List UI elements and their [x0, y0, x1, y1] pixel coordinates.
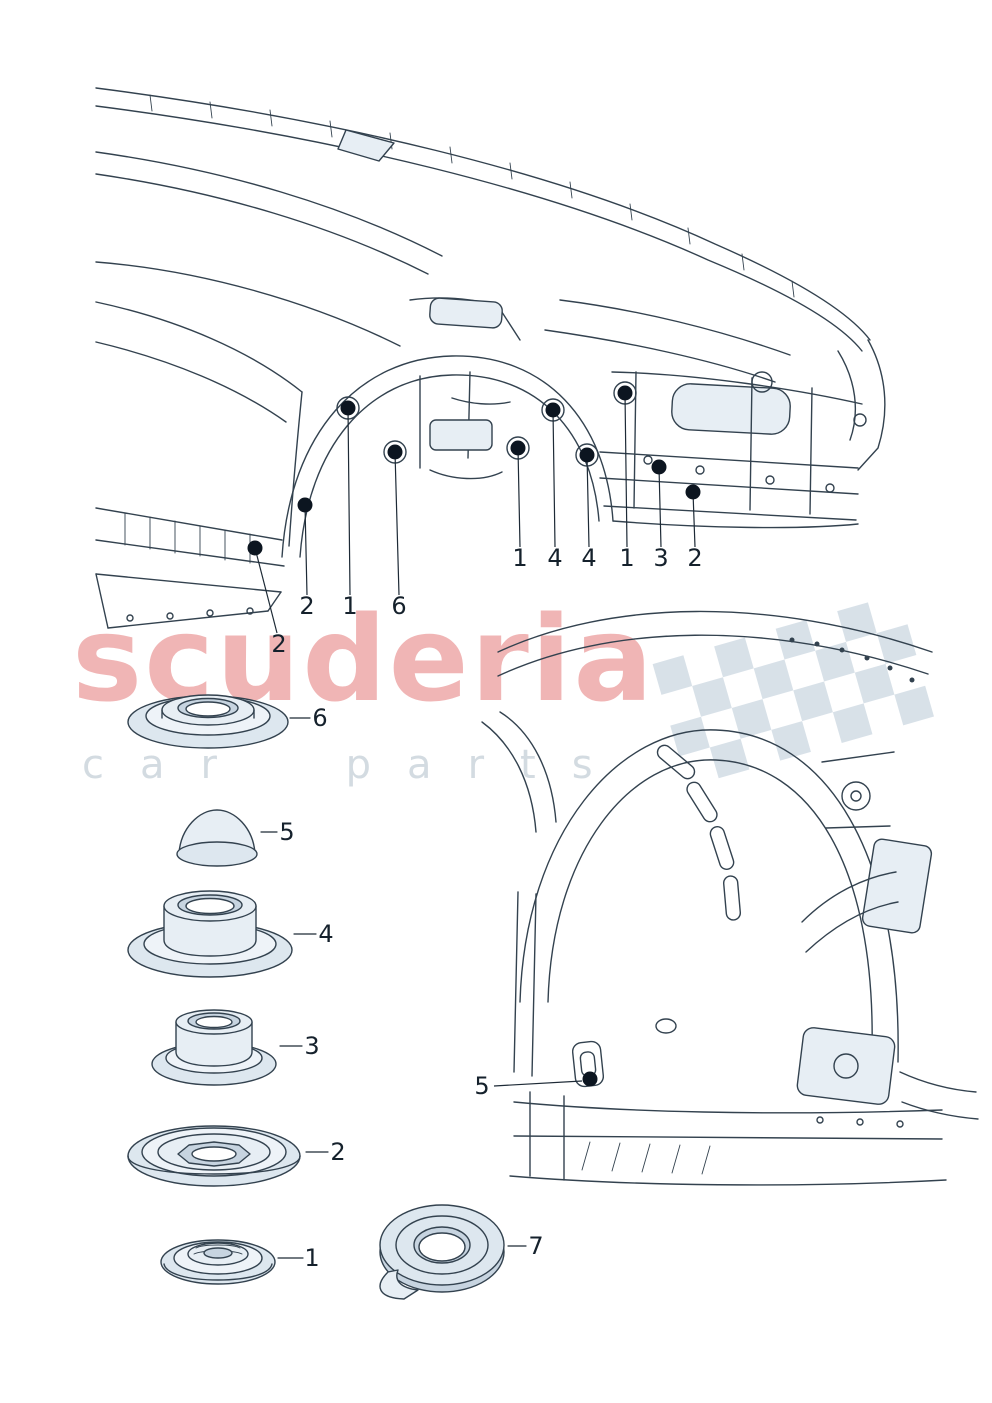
callout-label: 2	[687, 544, 702, 572]
part-label: 3	[304, 1032, 319, 1060]
callout-dot-5	[582, 1071, 598, 1087]
callout-dot-1b	[510, 440, 526, 456]
callout-dot-2b	[297, 497, 313, 513]
callout-dot-4b	[579, 447, 595, 463]
callout-dot-2a	[247, 540, 263, 556]
part-illustration-4: 4	[127, 890, 334, 978]
callout-label: 5	[474, 1072, 489, 1100]
watermark-brand-text: scuderia	[72, 590, 655, 728]
wheel-house-dome	[513, 729, 899, 1077]
floor-structure	[509, 1027, 979, 1186]
part-illustration-1: 1	[160, 1239, 320, 1285]
part-illustration-2: 2	[127, 1125, 346, 1187]
callout-label: 2	[299, 592, 314, 620]
inner-structure	[336, 297, 637, 480]
part-illustration-6: 6	[127, 694, 328, 749]
callout-dot-1c	[617, 385, 633, 401]
watermark-subtitle-text: car parts	[82, 742, 629, 788]
detail-diagram: 5	[474, 610, 979, 1186]
callout-dot-6	[387, 444, 403, 460]
callout-label: 1	[619, 544, 634, 572]
part-label: 4	[318, 920, 333, 948]
callout-label: 3	[653, 544, 668, 572]
callout-label: 6	[391, 592, 406, 620]
callout-label: 4	[581, 544, 596, 572]
part-illustration-5: 5	[176, 809, 295, 867]
callout-dot-4a	[545, 402, 561, 418]
wheel-arch	[281, 355, 614, 558]
part-illustration-7: 7	[379, 1204, 544, 1300]
engine-bay-structure	[544, 299, 886, 529]
callout-label: 2	[271, 630, 286, 658]
callout-dot-2c	[685, 484, 701, 500]
callout-dot-1a	[340, 400, 356, 416]
part-label: 5	[279, 818, 294, 846]
callout-label: 4	[547, 544, 562, 572]
rocker-sill	[95, 507, 285, 629]
callout-dot-3	[651, 459, 667, 475]
part-illustration-3: 3	[151, 1009, 320, 1086]
fender-top-edge	[481, 610, 933, 833]
part-label: 1	[304, 1244, 319, 1272]
part-label: 6	[312, 704, 327, 732]
callout-label: 1	[342, 592, 357, 620]
strut-tower-detail	[801, 751, 933, 953]
part-label: 2	[330, 1138, 345, 1166]
part-label: 7	[528, 1232, 543, 1260]
main-diagram: 2 2 1 6 1 4 4 1 3 2	[95, 87, 886, 658]
main-diagram-callouts: 2 2 1 6 1 4 4 1 3 2	[247, 385, 703, 658]
car-body-outline	[95, 87, 871, 547]
mirror-mount	[337, 129, 395, 162]
callout-label: 1	[512, 544, 527, 572]
detail-diagram-callouts: 5	[474, 1071, 598, 1100]
